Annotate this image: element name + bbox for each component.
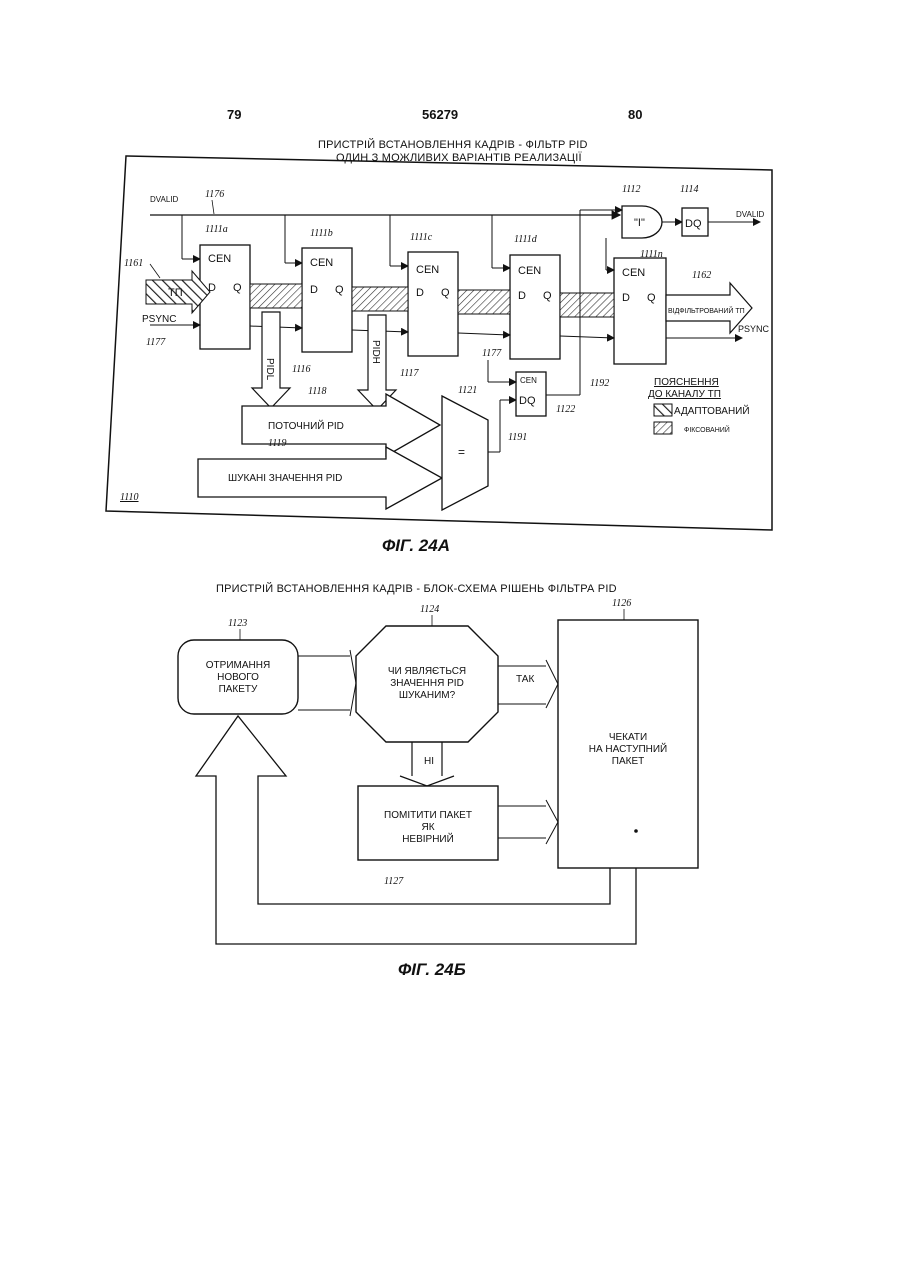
wait-line3: ПАКЕТ — [612, 756, 644, 767]
mark-line3: НЕВІРНИЙ — [402, 832, 454, 845]
psync-input-label: PSYNC — [142, 314, 176, 325]
receive-line2: НОВОГО — [217, 672, 259, 683]
d-label-d: D — [518, 290, 526, 302]
cen-label-n: CEN — [622, 267, 645, 279]
ref-1111c: 1111c — [410, 232, 433, 243]
ref-1124: 1124 — [420, 604, 439, 615]
ts-band-4 — [560, 293, 614, 317]
ref-1161: 1161 — [124, 258, 143, 269]
fig-b-caption: ФІГ. 24Б — [398, 960, 466, 980]
mark-line2: ЯК — [421, 822, 434, 833]
ref-1111d: 1111d — [514, 234, 538, 245]
ts-band-2 — [352, 287, 408, 311]
d-label-n: D — [622, 292, 630, 304]
ts-band-3 — [458, 290, 510, 314]
ref-1111b: 1111b — [310, 228, 333, 239]
fig-a-caption: ФІГ. 24А — [382, 536, 450, 556]
decision-line1: ЧИ ЯВЛЯЄТЬСЯ — [388, 666, 466, 677]
q-label-n: Q — [647, 292, 656, 304]
ref-1127: 1127 — [384, 876, 404, 887]
pidl-label: PIDL — [264, 358, 275, 381]
mark-line1: ПОМІТИТИ ПАКЕТ — [384, 810, 472, 821]
ts-input-label: ТП — [168, 287, 183, 299]
ref-1121: 1121 — [458, 385, 477, 396]
legend-title-1: ПОЯСНЕННЯ — [654, 377, 719, 388]
ref-1111a: 1111a — [205, 224, 228, 235]
d-label-b: D — [310, 284, 318, 296]
legend-adapted-label: АДАПТОВАНИЙ — [674, 404, 750, 417]
ref-1123: 1123 — [228, 618, 247, 629]
comparator-label: = — [458, 445, 465, 459]
ref-1111n: 1111n — [640, 249, 663, 260]
ref-1116: 1116 — [292, 364, 311, 375]
ref-1110: 1110 — [120, 492, 139, 503]
d-label-a: D — [208, 282, 216, 294]
ref-1191: 1191 — [508, 432, 527, 443]
ref-1122: 1122 — [556, 404, 575, 415]
ref-1177-mid: 1177 — [482, 348, 502, 359]
cen-label-b: CEN — [310, 257, 333, 269]
fig-b-title: ПРИСТРІЙ ВСТАНОВЛЕННЯ КАДРІВ - БЛОК-СХЕМ… — [216, 583, 617, 595]
ref-1177-left: 1177 — [146, 337, 166, 348]
q-label-b: Q — [335, 284, 344, 296]
decision-line3: ШУКАНИМ? — [399, 690, 456, 701]
pidh-label: PIDH — [370, 340, 381, 364]
ref-1112: 1112 — [622, 184, 641, 195]
filtered-ts-label: ВІДФІЛЬТРОВАНИЙ ТП — [668, 306, 745, 315]
cen-label-a: CEN — [208, 253, 231, 265]
decision-line2: ЗНАЧЕННЯ PID — [390, 678, 464, 689]
searched-pid-label: ШУКАНІ ЗНАЧЕННЯ PID — [228, 473, 342, 484]
wait-line1: ЧЕКАТИ — [609, 732, 647, 743]
legend-title-2: ДО КАНАЛУ ТП — [648, 389, 721, 400]
d-label-c: D — [416, 287, 424, 299]
yes-label: ТАК — [516, 674, 534, 685]
dvalid-output-label: DVALID — [736, 210, 765, 219]
ref-1192: 1192 — [590, 378, 609, 389]
legend-adapted-swatch — [654, 404, 672, 416]
wait-line2: НА НАСТУПНИЙ — [589, 742, 667, 755]
no-label: НІ — [424, 756, 434, 767]
cen-label-1122: CEN — [520, 376, 537, 385]
cen-label-c: CEN — [416, 264, 439, 276]
q-label-c: Q — [441, 287, 450, 299]
ref-1119: 1119 — [268, 438, 287, 449]
ref-1117: 1117 — [400, 368, 420, 379]
dq-label-1114: DQ — [685, 218, 702, 230]
ref-1126: 1126 — [612, 598, 631, 609]
cen-label-d: CEN — [518, 265, 541, 277]
legend-fixed-label: ФІКСОВАНИЙ — [684, 425, 730, 434]
ts-band-1 — [250, 284, 302, 308]
receive-line1: ОТРИМАННЯ — [206, 660, 270, 671]
q-label-d: Q — [543, 290, 552, 302]
and-gate-label: "I" — [634, 217, 645, 229]
ref-1176: 1176 — [205, 189, 224, 200]
ref-1118: 1118 — [308, 386, 327, 397]
legend-fixed-swatch — [654, 422, 672, 434]
current-pid-label: ПОТОЧНИЙ PID — [268, 419, 344, 432]
dvalid-input-label: DVALID — [150, 195, 179, 204]
ref-1114: 1114 — [680, 184, 699, 195]
receive-line3: ПАКЕТУ — [219, 684, 258, 695]
psync-output-label: PSYNC — [738, 324, 770, 334]
q-label-a: Q — [233, 282, 242, 294]
dq-label-1122: DQ — [519, 395, 536, 407]
ref-1162: 1162 — [692, 270, 711, 281]
